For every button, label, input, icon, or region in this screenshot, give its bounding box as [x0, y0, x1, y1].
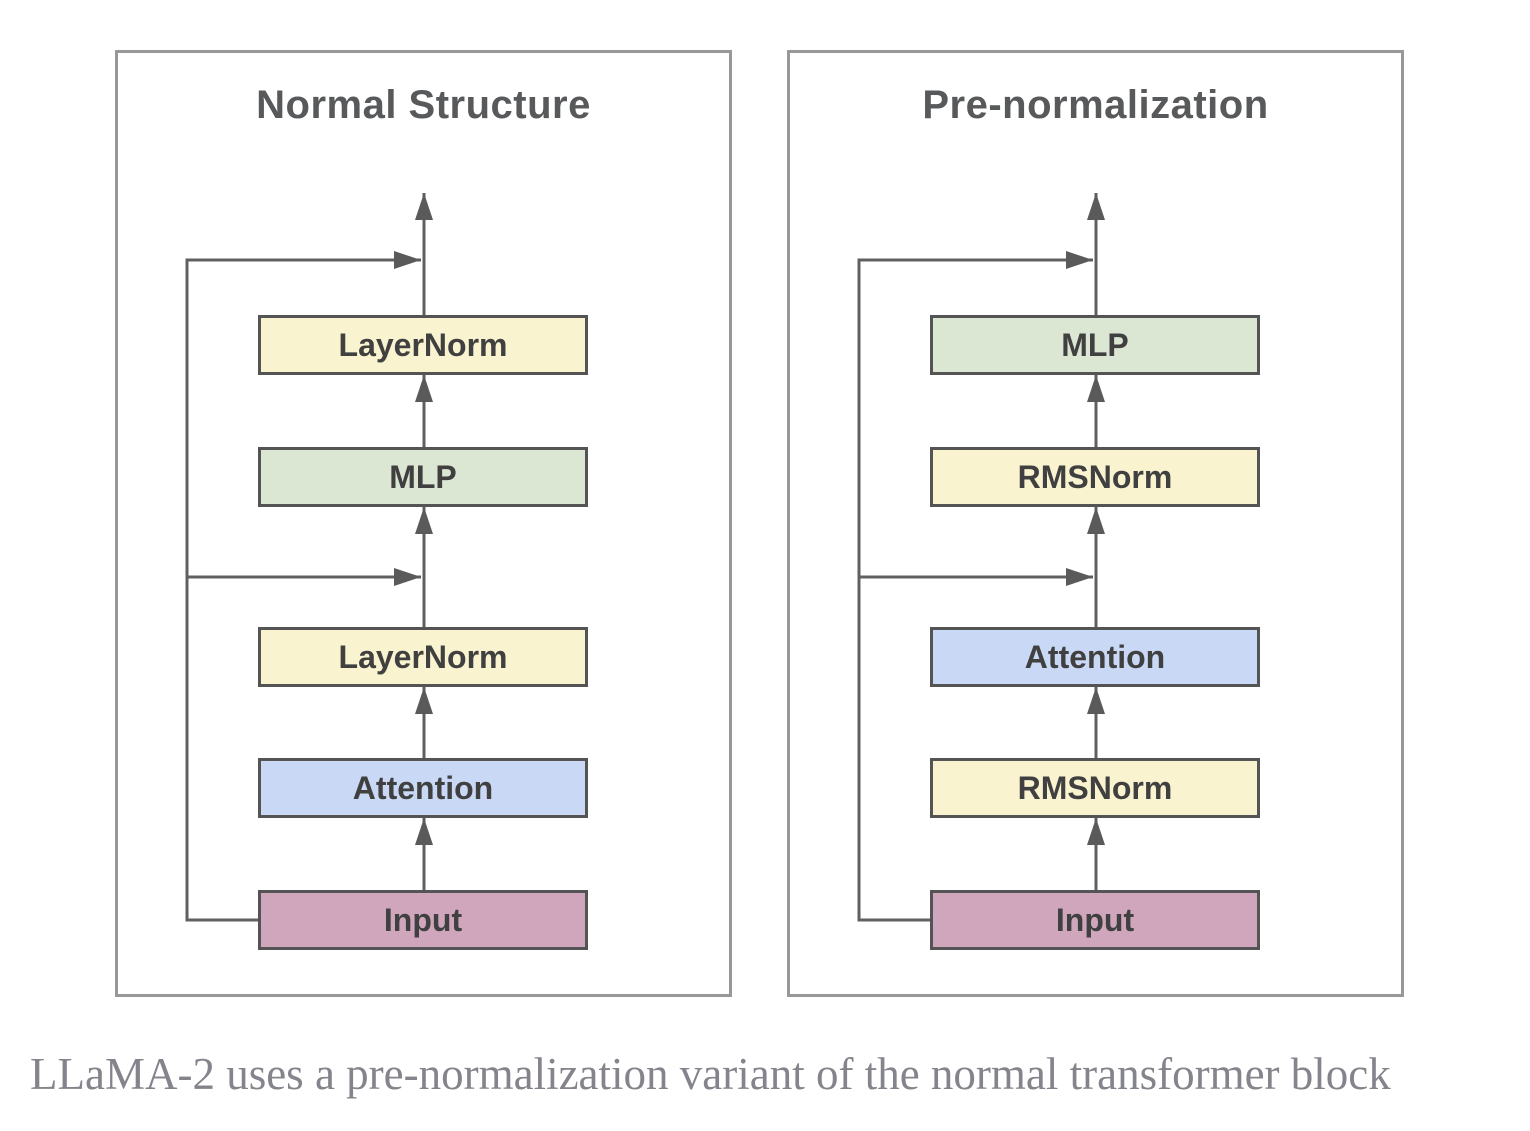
panel-title: Normal Structure — [256, 83, 591, 127]
node-input: Input — [258, 890, 588, 950]
figure-caption: LLaMA-2 uses a pre-normalization variant… — [30, 1049, 1391, 1099]
panel-pre-normalization: Pre-normalization MLP RMSNorm Attention … — [787, 50, 1404, 997]
skip-connection-line — [185, 251, 421, 922]
panel-normal-structure: Normal Structure LayerNorm MLP LayerNorm… — [115, 50, 732, 997]
node-layernorm-1: LayerNorm — [258, 315, 588, 375]
node-layernorm-2: LayerNorm — [258, 627, 588, 687]
node-attention: Attention — [258, 758, 588, 818]
node-attention: Attention — [930, 627, 1260, 687]
node-mlp: MLP — [258, 447, 588, 507]
node-input: Input — [930, 890, 1260, 950]
flow-arrows — [185, 193, 433, 922]
flow-arrows — [857, 193, 1105, 922]
panel-title: Pre-normalization — [922, 83, 1269, 127]
node-mlp: MLP — [930, 315, 1260, 375]
node-rmsnorm-2: RMSNorm — [930, 758, 1260, 818]
node-rmsnorm-1: RMSNorm — [930, 447, 1260, 507]
skip-connection-line — [857, 251, 1093, 922]
